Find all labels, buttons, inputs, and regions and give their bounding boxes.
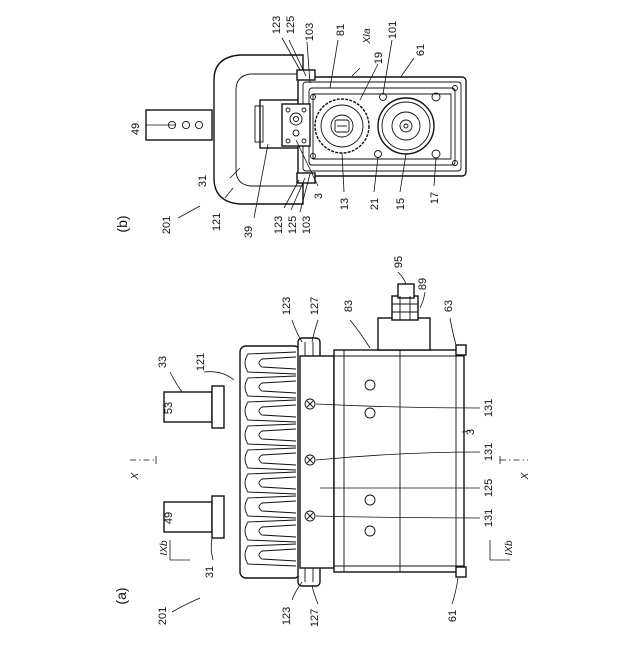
ref-131-a-3: 131 <box>483 509 495 527</box>
ref-39-b: 39 <box>243 226 255 238</box>
connector-95 <box>378 284 430 350</box>
ref-21-b: 21 <box>369 198 381 210</box>
figure-a: (a) 201 123 127 121 33 53 49 31 X IXb 12… <box>113 256 531 627</box>
ref-201-a: 201 <box>157 607 169 625</box>
ref-63-a: 63 <box>443 300 455 312</box>
ref-95-a: 95 <box>393 256 405 268</box>
ref-123-top-a: 123 <box>281 297 293 315</box>
ref-19-b: 19 <box>373 52 385 64</box>
flange-123 <box>297 70 315 80</box>
ref-123-bottom-a: 123 <box>281 607 293 625</box>
ref-31-b: 31 <box>197 175 209 187</box>
ref-13-b: 13 <box>339 198 351 210</box>
sec-x-right: X <box>520 472 531 480</box>
sec-ixb-right: IXb <box>504 540 515 555</box>
ref-123-bottom-b: 123 <box>273 216 285 234</box>
housing-61-a <box>334 345 466 577</box>
ref-131-a-2: 131 <box>483 443 495 461</box>
caption-a: (a) <box>113 587 129 604</box>
rotor-13 <box>282 104 310 146</box>
cover-125 <box>300 356 334 568</box>
ref-33-a: 33 <box>157 356 169 368</box>
ref-103-bottom-b: 103 <box>301 216 313 234</box>
ref-61-a: 61 <box>447 610 459 622</box>
ref-3-a: 3 <box>465 429 477 435</box>
ref-49-a: 49 <box>163 512 175 524</box>
ref-61-b: 61 <box>415 44 427 56</box>
ref-127-top-a: 127 <box>309 297 321 315</box>
ref-89-a: 89 <box>417 278 429 290</box>
ref-53-a: 53 <box>163 402 175 414</box>
ref-125-top-b: 125 <box>285 16 297 34</box>
ref-123-top-b: 123 <box>271 16 283 34</box>
ref-xia-b: XIa <box>362 28 373 44</box>
ref-81-b: 81 <box>335 24 347 36</box>
ref-131-a-1: 131 <box>483 399 495 417</box>
caption-b: (b) <box>114 215 130 232</box>
ref-201-b: 201 <box>161 216 173 234</box>
ref-127-bottom-a: 127 <box>309 609 321 627</box>
ref-121-b: 121 <box>211 213 223 231</box>
ref-103-top-b: 103 <box>304 23 316 41</box>
ref-15-b: 15 <box>395 198 407 210</box>
sec-x-left: X <box>130 472 141 480</box>
ref-125-a: 125 <box>483 479 495 497</box>
ref-121-a: 121 <box>195 353 207 371</box>
ref-31-a: 31 <box>204 566 216 578</box>
ref-101-b: 101 <box>387 21 399 39</box>
ref-83-a: 83 <box>343 300 355 312</box>
wheel-15 <box>378 98 434 154</box>
sec-ixb-left: IXb <box>159 540 170 555</box>
protector-121-a <box>240 346 300 578</box>
ref-3-b: 3 <box>313 193 325 199</box>
ref-125-bottom-b: 125 <box>287 216 299 234</box>
ref-17-b: 17 <box>429 192 441 204</box>
figure-b: 49 31 121 39 201 (b) 123 125 103 81 XIa … <box>114 16 466 238</box>
ref-49-b: 49 <box>130 123 142 135</box>
